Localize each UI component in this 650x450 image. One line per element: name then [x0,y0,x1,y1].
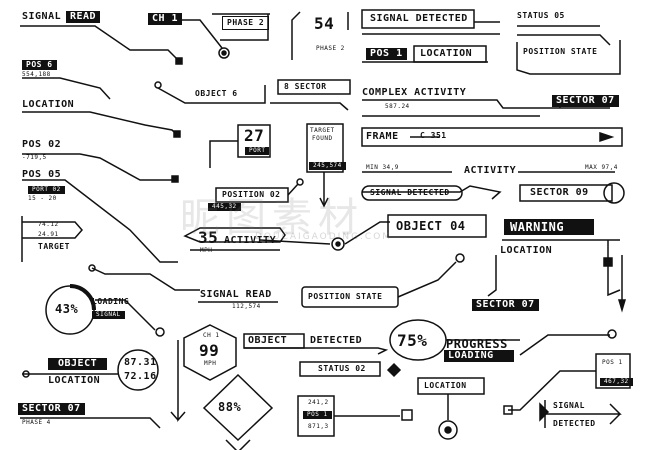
big-number-54: 54 [314,14,335,33]
pos1-small: POS 1 [303,411,332,419]
position-state-top: POSITION STATE [523,47,598,56]
found-label: FOUND [312,135,333,142]
value-72: 72.16 [124,371,157,382]
detected-label: DETECTED [310,335,363,346]
coord-a: 74.12 [38,221,59,228]
target-label: TARGET [310,127,335,134]
location-bottom: LOCATION [424,381,467,390]
object6-label: OBJECT 6 [195,89,238,98]
mph-small: MPH [204,360,217,367]
ch1-small: CH 1 [203,332,220,339]
signal-read2-label: SIGNAL READ [200,289,272,300]
object04-label: OBJECT 04 [396,219,466,233]
mph-99: 99 [199,341,220,360]
phase2-label: PHASE 2 [222,16,270,30]
port02-label: PORT 02 [28,186,65,194]
signal-detected-mid: SIGNAL DETECTED [370,188,450,197]
location-left2-label: LOCATION [48,375,101,386]
percent-88: 88% [218,400,242,414]
ch1-label: CH 1 [148,13,183,25]
loading-label: LOADING [92,297,130,306]
position02-label: POSITION 02 [222,190,281,199]
port02-value: 15 - 20 [28,195,57,202]
signal-small-label: SIGNAL [92,311,125,319]
phase2-small: PHASE 2 [316,45,345,52]
complex-activity-label: COMPLEX ACTIVITY [362,87,467,98]
mph-number: 35 [198,228,219,247]
complex-activity-value: 587.24 [385,103,410,110]
signal-label: SIGNAL [22,11,62,22]
signal-detected-top: SIGNAL DETECTED [370,13,468,24]
pos02-label: POS 02 [22,139,62,150]
pos6-label: POS 6 [22,60,57,70]
position-state-mid: POSITION STATE [308,292,383,301]
status02-label: STATUS 02 [318,364,366,373]
signal-bottom: SIGNAL [553,401,585,410]
read-label: READ [66,11,101,23]
object-left-label: OBJECT [48,358,108,370]
detected-bottom: DETECTED [553,419,596,428]
coord-b: 24.91 [38,231,59,238]
sector07-top: SECTOR 07 [552,95,619,107]
sector07-bottom: SECTOR 07 [18,403,85,415]
percent-43: 43% [55,302,79,316]
pos05-label: POS 05 [22,169,62,180]
signal-read2-value: 112,574 [232,303,261,310]
frame-label: FRAME [366,131,399,142]
pos02-value: -719,5 [22,154,47,161]
activity-left-label: ACTIVITY [224,235,277,246]
progress-label: PROGRESS [446,337,508,351]
max-value: MAX 97,4 [585,164,618,171]
percent-75: 75% [397,331,428,350]
position02-value: 445,32 [208,203,241,211]
warning-badge: WARNING [504,219,595,235]
port-number: 27 [244,126,265,145]
status05-label: STATUS 05 [517,11,565,20]
sector8-label: 8 SECTOR [284,82,327,91]
location-box-label: LOCATION [420,48,473,59]
value-241: 241,2 [308,399,329,406]
phase4-label: PHASE 4 [22,419,51,426]
pos1-right-label: POS 1 [602,359,623,366]
value-871: 871,3 [308,423,329,430]
location-right-label: LOCATION [500,245,553,256]
pos6-value: 554,188 [22,71,51,78]
sector09-label: SECTOR 09 [530,187,589,198]
activity-mid-label: ACTIVITY [464,165,517,176]
min-value: MIN 34,9 [366,164,399,171]
mph-label: MPH [200,247,213,254]
pos1-right-value: 467,32 [600,378,633,386]
value-87: 87.31 [124,357,157,368]
pos1-label: POS 1 [366,48,407,60]
loading2-label: LOADING [444,350,514,362]
location-left-label: LOCATION [22,99,75,110]
sector07-mid: SECTOR 07 [472,299,539,311]
port-label: PORT [245,147,270,155]
frame-value: C 351 [420,131,447,140]
target-label-left: TARGET [38,242,70,251]
object-label: OBJECT [248,335,288,346]
target-found-value: 245,574 [309,162,346,170]
